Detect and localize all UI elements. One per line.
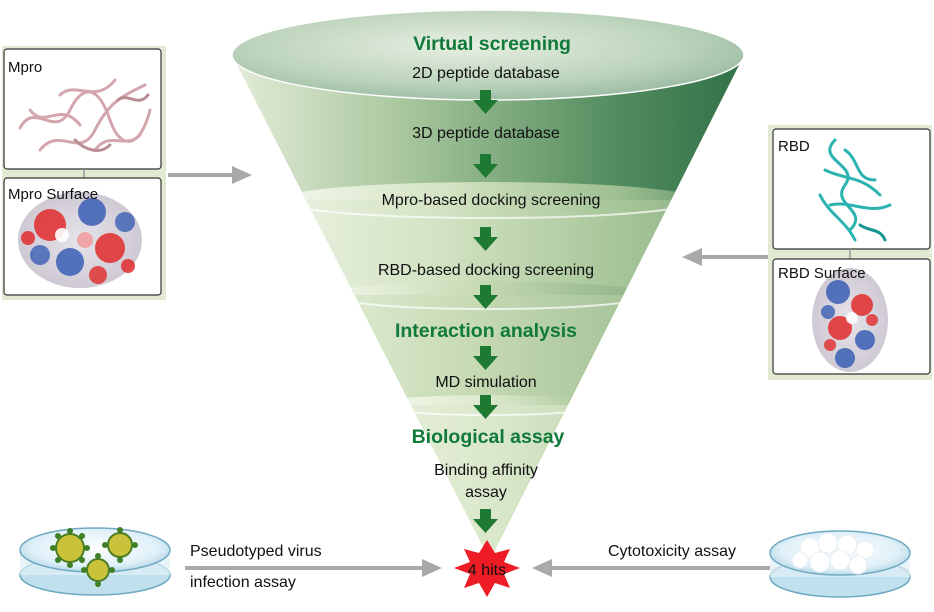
rbd-structure-box bbox=[772, 128, 931, 250]
down-arrow-icon bbox=[473, 395, 498, 419]
interaction-analysis-heading: Interaction analysis bbox=[395, 320, 577, 342]
virtual-screening-heading: Virtual screening bbox=[413, 33, 571, 55]
step-2d-peptide-database: 2D peptide database bbox=[412, 65, 560, 82]
down-arrow-icon bbox=[473, 509, 498, 533]
rbd-surface-image bbox=[812, 268, 888, 372]
virus-particles-icon bbox=[50, 527, 138, 587]
rbd-structure-label: RBD bbox=[778, 138, 810, 155]
rbd-panel: RBD RBD Surface bbox=[768, 125, 932, 380]
funnel-top-rim bbox=[231, 9, 745, 101]
step-mpro-docking: Mpro-based docking screening bbox=[382, 192, 601, 209]
step-3d-peptide-database: 3D peptide database bbox=[412, 125, 560, 142]
funnel-band-docking bbox=[232, 200, 744, 295]
cytotoxicity-dish bbox=[769, 530, 911, 598]
down-arrow-icon bbox=[473, 154, 498, 178]
down-arrow-icon bbox=[473, 285, 498, 309]
down-arrow-icon bbox=[473, 227, 498, 251]
pseudovirus-assay-line2: infection assay bbox=[190, 574, 296, 591]
step-rbd-docking: RBD-based docking screening bbox=[378, 262, 594, 279]
pseudovirus-dish bbox=[19, 527, 171, 596]
rbd-surface-label: RBD Surface bbox=[778, 265, 866, 282]
mpro-to-funnel-arrow bbox=[168, 166, 252, 184]
result-hits-label: 4 hits bbox=[468, 562, 506, 579]
pseudovirus-to-hits-arrow bbox=[185, 559, 442, 577]
cells-icon bbox=[791, 532, 875, 575]
rbd-to-funnel-arrow bbox=[682, 248, 768, 266]
step-binding-affinity: Binding affinity bbox=[434, 462, 538, 479]
mpro-panel: Mpro Mpro Surface bbox=[2, 46, 166, 300]
cytotoxicity-to-hits-arrow bbox=[532, 559, 770, 577]
mpro-surface-label: Mpro Surface bbox=[8, 186, 98, 203]
step-md-simulation: MD simulation bbox=[435, 374, 536, 391]
biological-assay-heading: Biological assay bbox=[412, 426, 565, 448]
funnel-step-arrows bbox=[473, 90, 498, 533]
hits-burst-icon bbox=[454, 540, 520, 597]
cytotoxicity-assay-label: Cytotoxicity assay bbox=[608, 543, 736, 560]
mpro-surface-image bbox=[18, 192, 142, 288]
down-arrow-icon bbox=[473, 90, 498, 114]
mpro-structure-label: Mpro bbox=[8, 59, 42, 76]
pseudovirus-assay-line1: Pseudotyped virus bbox=[190, 543, 322, 560]
down-arrow-icon bbox=[473, 346, 498, 370]
rbd-ribbon-image bbox=[818, 138, 892, 242]
step-binding-affinity-assay: assay bbox=[465, 484, 507, 501]
mpro-ribbon-image bbox=[18, 78, 152, 152]
